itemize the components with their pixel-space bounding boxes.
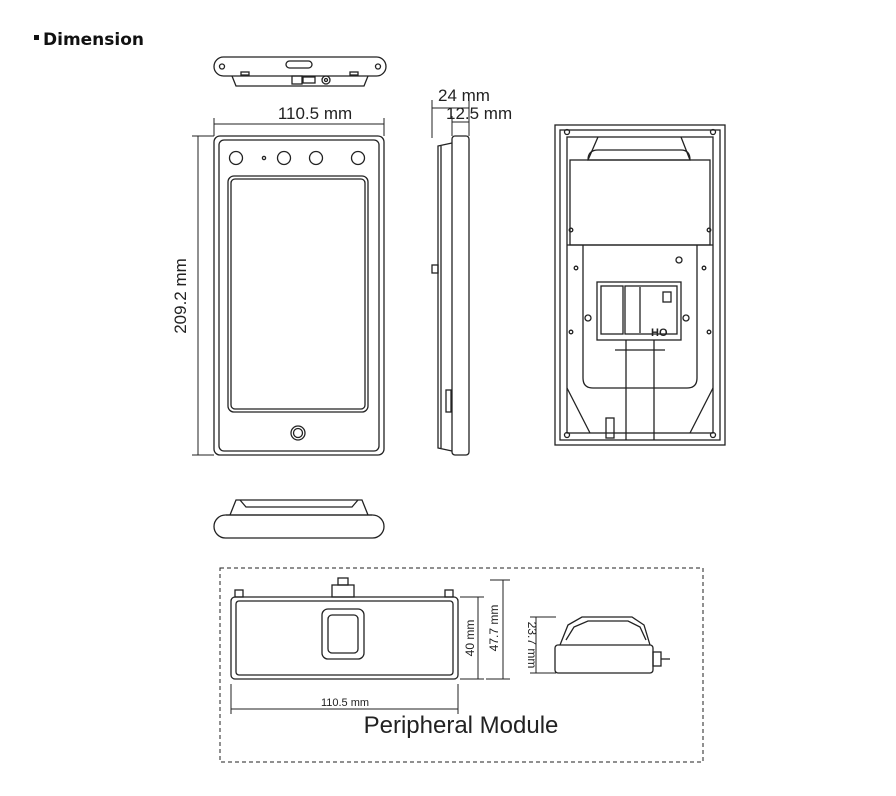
peripheral-module-frame <box>219 567 704 763</box>
depth-label: 24 mm <box>438 86 490 105</box>
front-width-dimension <box>213 118 385 136</box>
peripheral-front-view <box>230 577 459 680</box>
top-view <box>213 56 387 87</box>
peripheral-side-height-label: 23.7 mm <box>525 622 539 669</box>
front-width-label: 110.5 mm <box>278 104 352 123</box>
front-view <box>213 135 385 456</box>
depth-inner-label: 12.5 mm <box>446 104 512 123</box>
peripheral-side-view <box>554 616 670 674</box>
front-height-label: 209.2 mm <box>171 258 190 334</box>
depth-dimension <box>431 100 470 138</box>
rear-view <box>554 124 726 446</box>
peripheral-overall-height-label: 47.7 mm <box>487 605 501 652</box>
peripheral-height-label: 40 mm <box>463 620 477 657</box>
section-title: Dimension <box>43 30 145 50</box>
section-heading: Dimension <box>34 30 144 50</box>
peripheral-module-title: Peripheral Module <box>364 712 559 739</box>
bullet-square-icon <box>34 34 39 40</box>
side-view <box>431 135 470 456</box>
rear-port-marking: HO <box>651 327 668 339</box>
peripheral-width-label: 110.5 mm <box>321 697 369 709</box>
peripheral-dimensions <box>230 579 556 714</box>
bottom-view <box>213 499 385 539</box>
front-height-dimension <box>192 135 214 456</box>
